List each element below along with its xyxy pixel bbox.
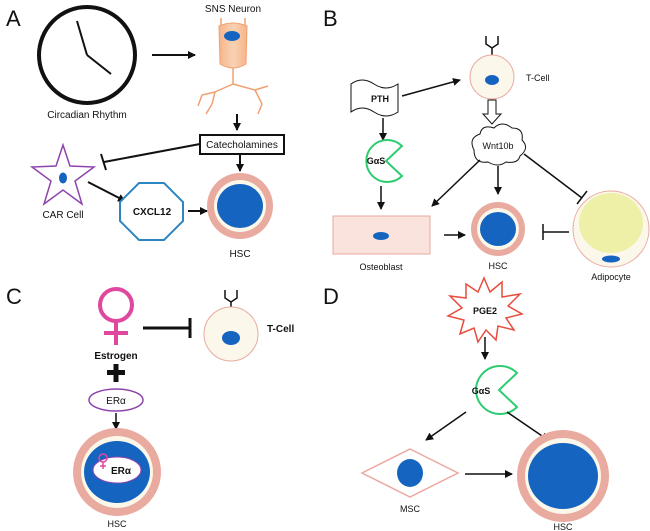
- female-symbol-small-icon: [98, 453, 108, 469]
- hsc-label-d: HSC: [553, 522, 573, 531]
- car-cell-icon: [29, 142, 97, 206]
- catecholamines-label: Catecholamines: [206, 140, 278, 151]
- arrow-pth-to-tcell: [401, 78, 461, 97]
- arrow-car-to-cxcl12: [87, 181, 126, 202]
- hsc-label-b: HSC: [488, 261, 508, 271]
- gas-pacman-d: [475, 365, 519, 415]
- inhibit-wnt-to-adipocyte: [523, 153, 583, 199]
- era-inner-label: ERα: [111, 466, 132, 477]
- t-cell-c-icon: [203, 290, 259, 362]
- era-receptor: [88, 388, 144, 412]
- pth-label: PTH: [371, 94, 389, 104]
- clock-icon: [37, 5, 137, 105]
- cxcl12-octagon: [119, 182, 184, 241]
- arrow-gas-to-hsc-d: [506, 411, 549, 441]
- hsc-cell-d: [517, 430, 609, 522]
- panel-label-b: B: [323, 6, 338, 31]
- adipocyte-label: Adipocyte: [591, 272, 631, 282]
- car-cell-label: CAR Cell: [42, 210, 83, 221]
- panel-b: B PTH T-Cell Wnt10b GαS Osteoblast: [323, 6, 650, 282]
- gas-label-d: GαS: [472, 386, 491, 396]
- estrogen-label: Estrogen: [94, 351, 137, 362]
- pth-flag: [350, 79, 399, 117]
- arrow-wnt-to-osteoblast: [431, 159, 481, 207]
- pge2-label: PGE2: [473, 306, 497, 316]
- hsc-label-c: HSC: [107, 519, 127, 529]
- msc-label: MSC: [400, 504, 421, 514]
- circadian-rhythm-label: Circadian Rhythm: [47, 110, 126, 121]
- osteoblast-label: Osteoblast: [359, 262, 403, 272]
- hollow-arrow-tcell-to-wnt: [481, 99, 503, 125]
- panel-d: D PGE2 GαS MSC HSC: [323, 276, 609, 531]
- t-cell-b-icon: [469, 36, 515, 100]
- adipocyte-cell: [572, 190, 650, 268]
- wnt10b-label: Wnt10b: [482, 141, 513, 151]
- hsc-cell-b: [471, 202, 525, 256]
- panel-label-c: C: [6, 284, 22, 309]
- sns-neuron-icon: [197, 18, 269, 115]
- panel-a: A Circadian Rhythm SNS Neuron Catecholam…: [6, 4, 285, 260]
- gas-pacman-b: [365, 139, 404, 183]
- inhibit-catecholamines-to-car: [103, 143, 201, 163]
- hsc-cell-a: [207, 173, 273, 239]
- t-cell-label-c: T-Cell: [267, 324, 294, 335]
- hsc-cell-c: [73, 428, 161, 516]
- panel-label-d: D: [323, 284, 339, 309]
- hsc-label-a: HSC: [229, 249, 250, 260]
- panel-label-a: A: [6, 6, 21, 31]
- plus-icon: [107, 364, 125, 382]
- pge2-starburst: [446, 276, 524, 344]
- gas-label-b: GαS: [367, 156, 386, 166]
- wnt10b-cloud: [471, 123, 526, 166]
- era-label: ERα: [106, 396, 126, 407]
- female-symbol-icon: [98, 287, 134, 345]
- arrow-gas-to-msc: [425, 411, 467, 441]
- panel-c: C Estrogen ERα T-Cell: [6, 284, 294, 529]
- cxcl12-label: CXCL12: [133, 207, 172, 218]
- t-cell-label-b: T-Cell: [526, 73, 550, 83]
- sns-neuron-label: SNS Neuron: [205, 4, 261, 15]
